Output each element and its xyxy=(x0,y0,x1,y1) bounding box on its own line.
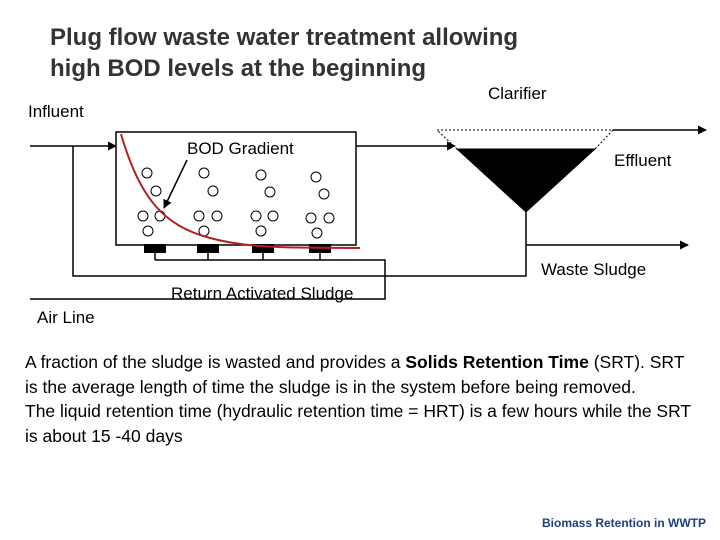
bubble xyxy=(255,225,267,237)
bubble xyxy=(255,169,267,181)
title-line-2: high BOD levels at the beginning xyxy=(50,55,427,82)
bod-gradient-label: BOD Gradient xyxy=(187,139,294,158)
paragraph-2: The liquid retention time (hydraulic ret… xyxy=(25,401,691,446)
title-line-1: Plug flow waste water treatment allowing xyxy=(50,24,519,51)
air-bubbles xyxy=(137,167,335,239)
bubble xyxy=(211,210,223,222)
p1-after: (SRT). SRT is the average length of time… xyxy=(25,352,685,397)
bubble xyxy=(311,227,323,239)
effluent-label: Effluent xyxy=(614,151,672,170)
return-sludge-label: Return Activated Sludge xyxy=(171,284,354,303)
bubble xyxy=(142,225,154,237)
bod-gradient-curve xyxy=(120,133,361,249)
diffuser-3 xyxy=(252,244,274,253)
bubble xyxy=(323,212,335,224)
p1-bold-term: Solids Retention Time xyxy=(405,352,589,372)
bubble xyxy=(318,188,330,200)
bubble xyxy=(193,210,205,222)
clarifier-label: Clarifier xyxy=(488,84,547,103)
bubble xyxy=(198,167,210,179)
bubble xyxy=(264,186,276,198)
explanation-text: A fraction of the sludge is wasted and p… xyxy=(25,350,695,448)
diffuser-1 xyxy=(144,244,166,253)
bubble xyxy=(250,210,262,222)
bubble xyxy=(267,210,279,222)
return-sludge-line xyxy=(72,146,527,277)
diffuser-2 xyxy=(197,244,219,253)
aeration-tank xyxy=(115,131,357,246)
bubble xyxy=(305,212,317,224)
air-line-label: Air Line xyxy=(37,308,95,327)
slide-title: Plug flow waste water treatment allowing… xyxy=(50,22,670,84)
bubble xyxy=(310,171,322,183)
paragraph-1: A fraction of the sludge is wasted and p… xyxy=(25,350,695,399)
waste-sludge-label: Waste Sludge xyxy=(541,260,647,279)
footer-caption: Biomass Retention in WWTP xyxy=(541,516,706,530)
p1-before: A fraction of the sludge is wasted and p… xyxy=(25,352,406,372)
air-line xyxy=(30,259,386,300)
bubble xyxy=(207,185,219,197)
bubble xyxy=(154,210,166,222)
bubble xyxy=(137,210,149,222)
clarifier-top-dotted xyxy=(435,129,615,150)
bubble xyxy=(141,167,153,179)
clarifier-body xyxy=(455,148,597,213)
bubble xyxy=(150,185,162,197)
influent-label: Influent xyxy=(28,102,84,121)
bod-gradient-pointer xyxy=(163,159,188,209)
